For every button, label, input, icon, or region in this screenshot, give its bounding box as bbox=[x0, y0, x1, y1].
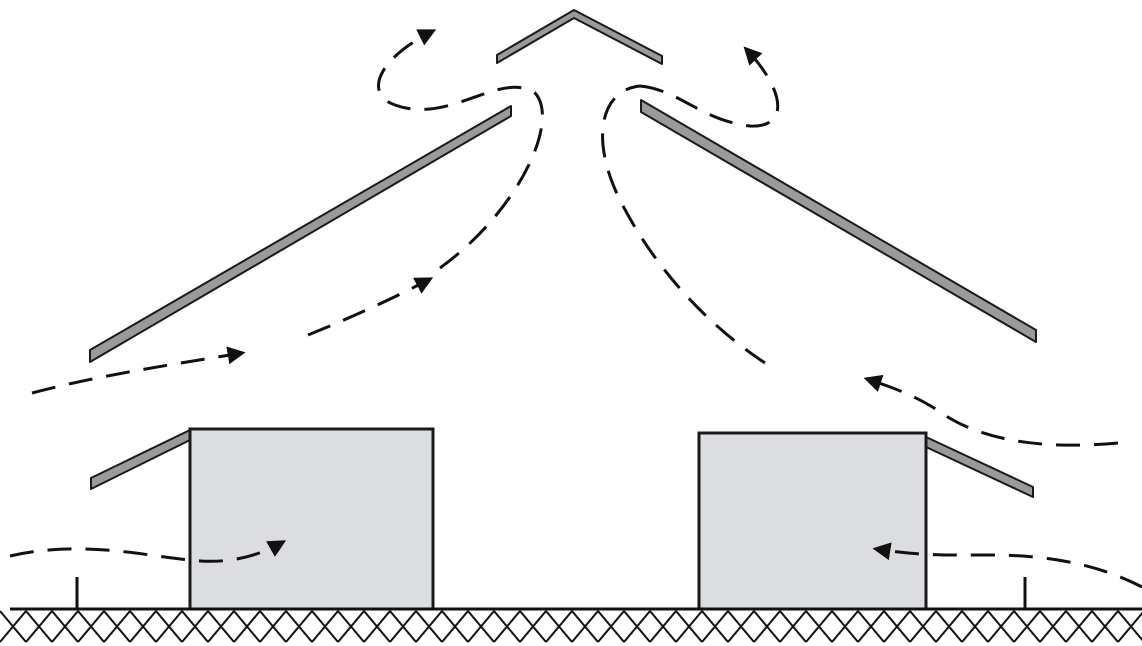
roof-panel-right bbox=[640, 99, 1037, 343]
hatch-line bbox=[207, 610, 235, 643]
hatch-line bbox=[571, 610, 599, 643]
hatch-line bbox=[1117, 611, 1142, 643]
hatch-line bbox=[961, 610, 989, 643]
hatch-line bbox=[1091, 610, 1119, 643]
hatch-line bbox=[909, 610, 937, 643]
side-roof-right bbox=[925, 436, 1034, 498]
ground-hatch bbox=[0, 610, 1142, 643]
hatch-line bbox=[987, 610, 1015, 643]
hatch-line bbox=[103, 610, 131, 643]
airflow-mid-left bbox=[31, 346, 246, 395]
hatch-line bbox=[441, 610, 469, 643]
hatch-line bbox=[285, 610, 313, 643]
bench-left bbox=[188, 427, 435, 611]
hatch-line bbox=[25, 610, 53, 643]
hatch-line bbox=[857, 610, 885, 643]
airflow-left-exhaust bbox=[377, 29, 544, 270]
hatch-line bbox=[675, 610, 703, 643]
hatch-line bbox=[727, 610, 755, 643]
hatch-line bbox=[935, 610, 963, 643]
hatch-line bbox=[545, 610, 573, 643]
hatch-line bbox=[337, 610, 365, 643]
hatch-line bbox=[1039, 610, 1067, 643]
hatch-line bbox=[883, 610, 911, 643]
hatch-line bbox=[597, 610, 625, 643]
hatch-line bbox=[519, 610, 547, 643]
hatch-line bbox=[51, 610, 79, 643]
hatch-line bbox=[129, 610, 157, 643]
hatch-line bbox=[311, 610, 339, 643]
hatch-line bbox=[649, 610, 677, 643]
hatch-line bbox=[467, 610, 495, 643]
hatch-line bbox=[623, 610, 651, 643]
hatch-line bbox=[779, 610, 807, 643]
airflow-lower-right bbox=[872, 542, 1142, 589]
roof-panel-left bbox=[89, 105, 512, 363]
hatch-line bbox=[415, 610, 443, 643]
hatch-line bbox=[0, 610, 27, 643]
hatch-line bbox=[753, 610, 781, 643]
hatch-line bbox=[1065, 610, 1093, 643]
airflow-paths bbox=[9, 29, 1142, 589]
hatch-line bbox=[701, 610, 729, 643]
hatch-line bbox=[831, 610, 859, 643]
hatch-line bbox=[493, 610, 521, 643]
hatch-line bbox=[233, 610, 261, 643]
airflow-right-exhaust bbox=[639, 46, 780, 128]
hatch-line bbox=[1013, 610, 1041, 643]
hatch-line bbox=[389, 610, 417, 643]
ridge-vent-cap bbox=[496, 9, 663, 65]
side-roof-left bbox=[90, 429, 191, 490]
hatch-line bbox=[259, 610, 287, 643]
airflow-right-descending bbox=[601, 84, 766, 365]
airflow-lower-left bbox=[9, 540, 287, 563]
bench-right bbox=[697, 431, 928, 611]
airflow-mid-right bbox=[863, 374, 1119, 447]
hatch-line bbox=[77, 610, 105, 643]
hatch-line bbox=[363, 610, 391, 643]
hatch-line bbox=[805, 610, 833, 643]
hatch-line bbox=[155, 610, 183, 643]
airflow-mid-left-rising bbox=[307, 277, 434, 337]
hatch-line bbox=[181, 610, 209, 643]
